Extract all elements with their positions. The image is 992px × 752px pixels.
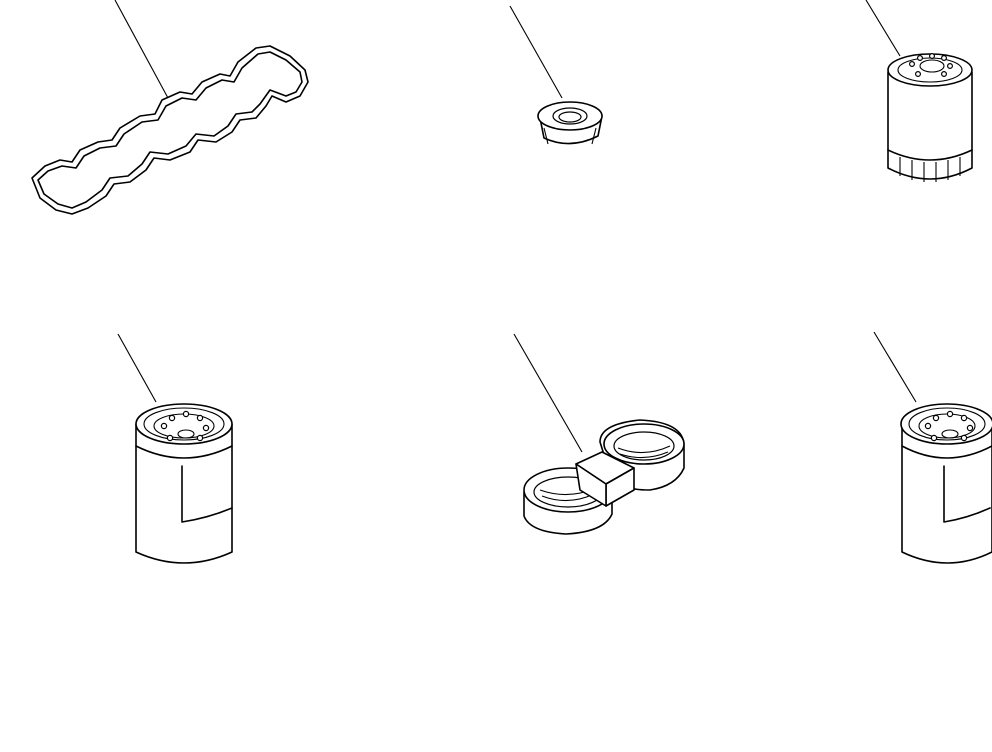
filter-icon <box>901 423 992 564</box>
wrench-part <box>513 333 685 535</box>
filter-top <box>135 403 233 445</box>
wrench-icon <box>523 419 685 535</box>
wrench-ring-right-bore <box>613 431 675 461</box>
seal-edge <box>543 127 549 145</box>
gasket-inner-edge <box>37 51 303 209</box>
filter-top-ring <box>908 407 986 441</box>
filter-center-hole <box>941 429 959 439</box>
filter-top-ring <box>143 407 225 441</box>
filter-band <box>901 445 992 459</box>
filter-grip-ribs <box>899 157 961 182</box>
leader-line <box>513 333 583 453</box>
seal-part <box>509 5 603 145</box>
leader-line <box>865 0 901 57</box>
filter-icon <box>135 423 233 564</box>
leader-line <box>114 0 169 99</box>
filter-top <box>887 53 973 87</box>
filter-bolt-holes <box>160 410 210 442</box>
hydraulic-filter-part <box>873 331 992 564</box>
wrench-strap-front <box>575 463 607 507</box>
gasket-icon <box>31 45 309 215</box>
filter-icon <box>887 71 973 180</box>
leader-line <box>509 5 563 99</box>
filter-center-hole <box>177 429 195 439</box>
filter-top <box>900 403 992 445</box>
leader-line <box>117 333 157 403</box>
filter-center-hole <box>919 59 945 73</box>
filter-bolt-holes <box>924 410 974 442</box>
filter-label <box>943 465 991 523</box>
gasket-part <box>31 0 309 215</box>
oil-filter-part <box>865 0 973 182</box>
seal-inner-bore <box>558 111 582 123</box>
filter-bolt-holes <box>908 52 953 77</box>
fuel-filter-part <box>117 333 233 564</box>
seal-edge <box>591 127 597 145</box>
leader-line <box>873 331 917 403</box>
filter-label <box>181 465 233 523</box>
filter-band-top <box>887 149 973 161</box>
filter-band <box>135 445 233 459</box>
